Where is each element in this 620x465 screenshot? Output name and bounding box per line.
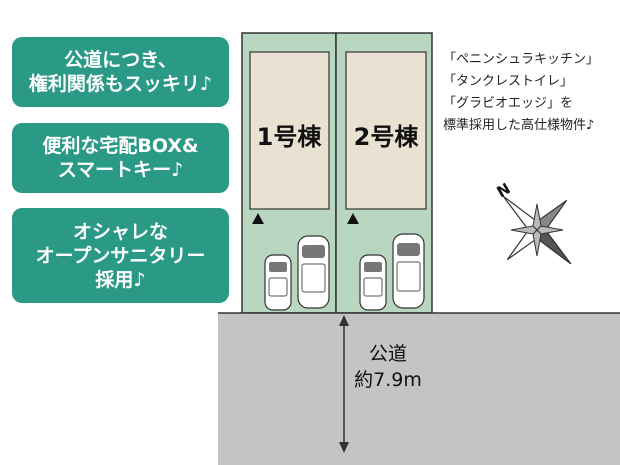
spec-note: 「ペニンシュラキッチン」 「タンクレストイレ」 「グラビオエッジ」を 標準採用し… [443,49,599,137]
lot-2-label: 2号棟 [354,123,420,151]
dimension-arrow-bottom [339,442,349,453]
compass-north-label: N [494,179,514,201]
car-large-1 [297,235,330,309]
badge-line: オシャレな [72,220,168,243]
car-small-2 [359,254,387,311]
house-1 [249,51,330,210]
dimension-arrow-top [339,315,349,326]
entrance-marker-1 [252,213,264,224]
badge-line: スマートキー♪ [57,159,184,181]
entrance-marker-2 [347,213,359,224]
road-label: 公道 [369,343,407,365]
feature-badge-delivery-box: 便利な宅配BOX& スマートキー♪ [12,123,229,193]
lot-1-label: 1号棟 [257,123,323,151]
badge-line: 採用♪ [95,268,146,291]
car-small-1 [264,254,292,311]
note-line: 「タンクレストイレ」 [443,74,574,89]
badge-line: 便利な宅配BOX& [42,135,199,157]
badge-line: 公道につき、 [64,49,177,71]
badge-line: 権利関係もスッキリ♪ [28,73,213,95]
car-large-2 [392,233,425,309]
road-width-label: 約7.9m [354,369,422,391]
note-line: 「グラビオエッジ」を [443,96,574,111]
public-road [218,313,620,465]
note-line: 「ペニンシュラキッチン」 [443,52,600,67]
house-2 [345,51,427,210]
note-line: 標準採用した高仕様物件♪ [443,118,595,133]
feature-badge-sanitary: オシャレな オープンサニタリー 採用♪ [12,208,229,303]
compass-rose [502,195,572,265]
feature-badge-public-road: 公道につき、 権利関係もスッキリ♪ [12,37,229,107]
badge-line: オープンサニタリー [35,244,206,267]
